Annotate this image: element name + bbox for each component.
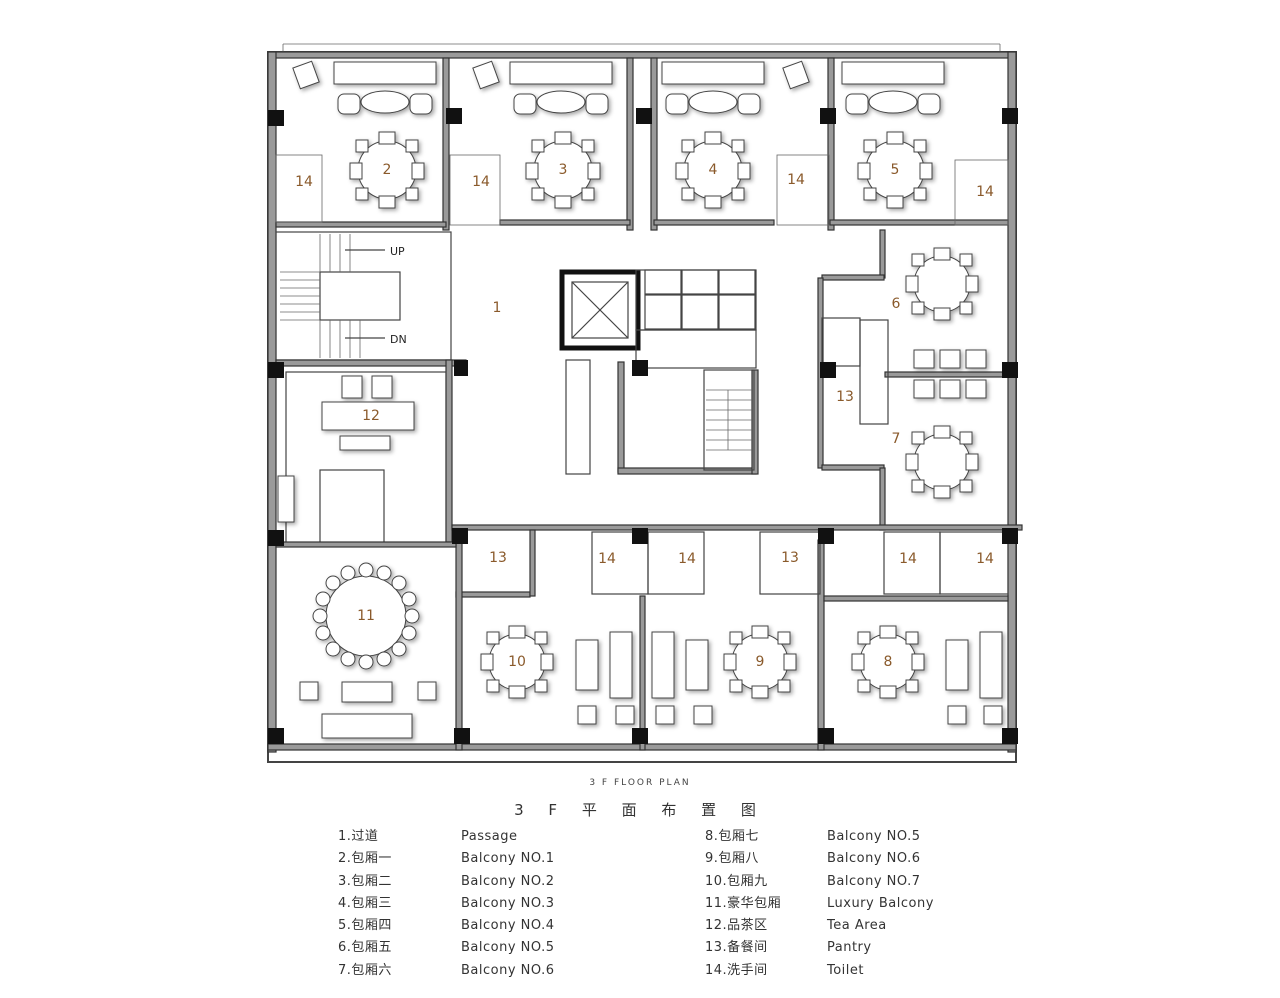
sofa-groups	[277, 60, 1003, 739]
stair-service	[706, 389, 752, 451]
room-number-14-toilet-b: 14	[472, 174, 490, 190]
table-room-11	[312, 562, 420, 670]
legend-en: Balcony NO.5	[827, 829, 921, 844]
legend-cn: 2.包厢一	[338, 851, 392, 867]
legend-cn: 6.包厢五	[338, 940, 392, 956]
table-room-10	[480, 625, 554, 699]
room-number-14-toilet-f: 14	[678, 551, 696, 567]
room-number-11: 11	[357, 608, 375, 624]
legend-en: Tea Area	[827, 918, 887, 934]
legend-cn: 10.包厢九	[705, 873, 768, 889]
legend-cn: 3.包厢二	[338, 873, 392, 889]
legend-item: 12.品茶区 Tea Area	[705, 915, 1005, 937]
legend-item: 1.过道 Passage	[338, 826, 638, 848]
room-number-7: 7	[892, 431, 901, 447]
room-number-6: 6	[892, 296, 901, 312]
legend-en: Balcony NO.2	[461, 873, 555, 889]
dining-tables	[312, 131, 979, 699]
table-room-7	[905, 425, 979, 499]
structural-columns	[268, 108, 1018, 744]
room-number-14-toilet-g: 14	[899, 551, 917, 567]
legend-item: 7.包厢六 Balcony NO.6	[338, 960, 638, 982]
legend-en: Balcony NO.5	[461, 940, 555, 956]
legend-cn: 5.包厢四	[338, 918, 392, 934]
stair-down-label: DN	[390, 333, 407, 346]
legend-cn: 13.备餐间	[705, 940, 768, 956]
legend-en: Luxury Balcony	[827, 895, 934, 911]
legend-item: 10.包厢九 Balcony NO.7	[705, 871, 1005, 893]
table-room-6	[905, 247, 979, 321]
table-room-8	[851, 625, 925, 699]
stair-left	[280, 234, 385, 358]
interior-walls	[275, 57, 1023, 751]
stair-up-label: UP	[390, 245, 405, 258]
legend-item: 2.包厢一 Balcony NO.1	[338, 848, 638, 870]
room-number-3: 3	[559, 162, 568, 178]
legend-item: 13.备餐间 Pantry	[705, 937, 1005, 959]
legend-item: 14.洗手间 Toilet	[705, 960, 1005, 982]
legend-right-column: 8.包厢七 Balcony NO.5 9.包厢八 Balcony NO.6 10.包…	[705, 826, 1005, 982]
table-room-5	[857, 131, 933, 209]
plan-caption-english: 3 F FLOOR PLAN	[589, 778, 691, 788]
legend-cn: 9.包厢八	[705, 851, 759, 867]
legend-en: Toilet	[827, 962, 865, 978]
room-number-5: 5	[891, 162, 900, 178]
room-number-13-pantry-left: 13	[489, 550, 507, 566]
legend-cn: 12.品茶区	[705, 918, 768, 934]
legend-item: 11.豪华包厢 Luxury Balcony	[705, 893, 1005, 915]
room-number-8: 8	[884, 654, 893, 670]
legend-en: Passage	[461, 829, 518, 844]
legend-cn: 7.包厢六	[338, 962, 392, 978]
room-number-13-pantry-mid: 13	[836, 389, 854, 405]
legend-item: 9.包厢八 Balcony NO.6	[705, 848, 1005, 870]
room-number-13-pantry-right: 13	[781, 550, 799, 566]
legend-en: Balcony NO.7	[827, 873, 921, 889]
legend-left-column: 1.过道 Passage 2.包厢一 Balcony NO.1 3.包厢二 Balco…	[338, 826, 638, 982]
plan-caption-chinese: 3 F 平 面 布 置 图	[514, 801, 766, 819]
room-number-passage: 1	[493, 300, 502, 316]
legend-item: 8.包厢七 Balcony NO.5	[705, 826, 1005, 848]
table-room-4	[675, 131, 751, 209]
legend-item: 4.包厢三 Balcony NO.3	[338, 893, 638, 915]
legend-cn: 1.过道	[338, 829, 379, 844]
room-number-4: 4	[709, 162, 718, 178]
legend-cn: 11.豪华包厢	[705, 895, 782, 911]
legend-en: Balcony NO.1	[461, 851, 555, 867]
room-number-14-toilet-e: 14	[598, 551, 616, 567]
table-room-3	[525, 131, 601, 209]
legend-en: Balcony NO.6	[461, 962, 555, 978]
table-room-2	[349, 131, 425, 209]
legend-cn: 8.包厢七	[705, 829, 759, 844]
legend-en: Balcony NO.3	[461, 895, 555, 911]
room-number-14-toilet-d: 14	[976, 184, 994, 200]
legend-en: Pantry	[827, 940, 872, 956]
room-number-12: 12	[362, 408, 380, 424]
legend-en: Balcony NO.4	[461, 918, 555, 934]
room-number-2: 2	[383, 162, 392, 178]
floor-plan: UP DN	[267, 43, 1023, 763]
legend-item: 5.包厢四 Balcony NO.4	[338, 915, 638, 937]
room-number-14-toilet-h: 14	[976, 551, 994, 567]
room-number-9: 9	[756, 654, 765, 670]
legend-cn: 14.洗手间	[705, 962, 768, 978]
legend-en: Balcony NO.6	[827, 851, 921, 867]
legend-item: 6.包厢五 Balcony NO.5	[338, 937, 638, 959]
table-room-9	[723, 625, 797, 699]
room-number-10: 10	[508, 654, 526, 670]
legend-cn: 4.包厢三	[338, 895, 392, 911]
room-number-14-toilet-c: 14	[787, 172, 805, 188]
legend-item: 3.包厢二 Balcony NO.2	[338, 871, 638, 893]
room-number-14-toilet-a: 14	[295, 174, 313, 190]
